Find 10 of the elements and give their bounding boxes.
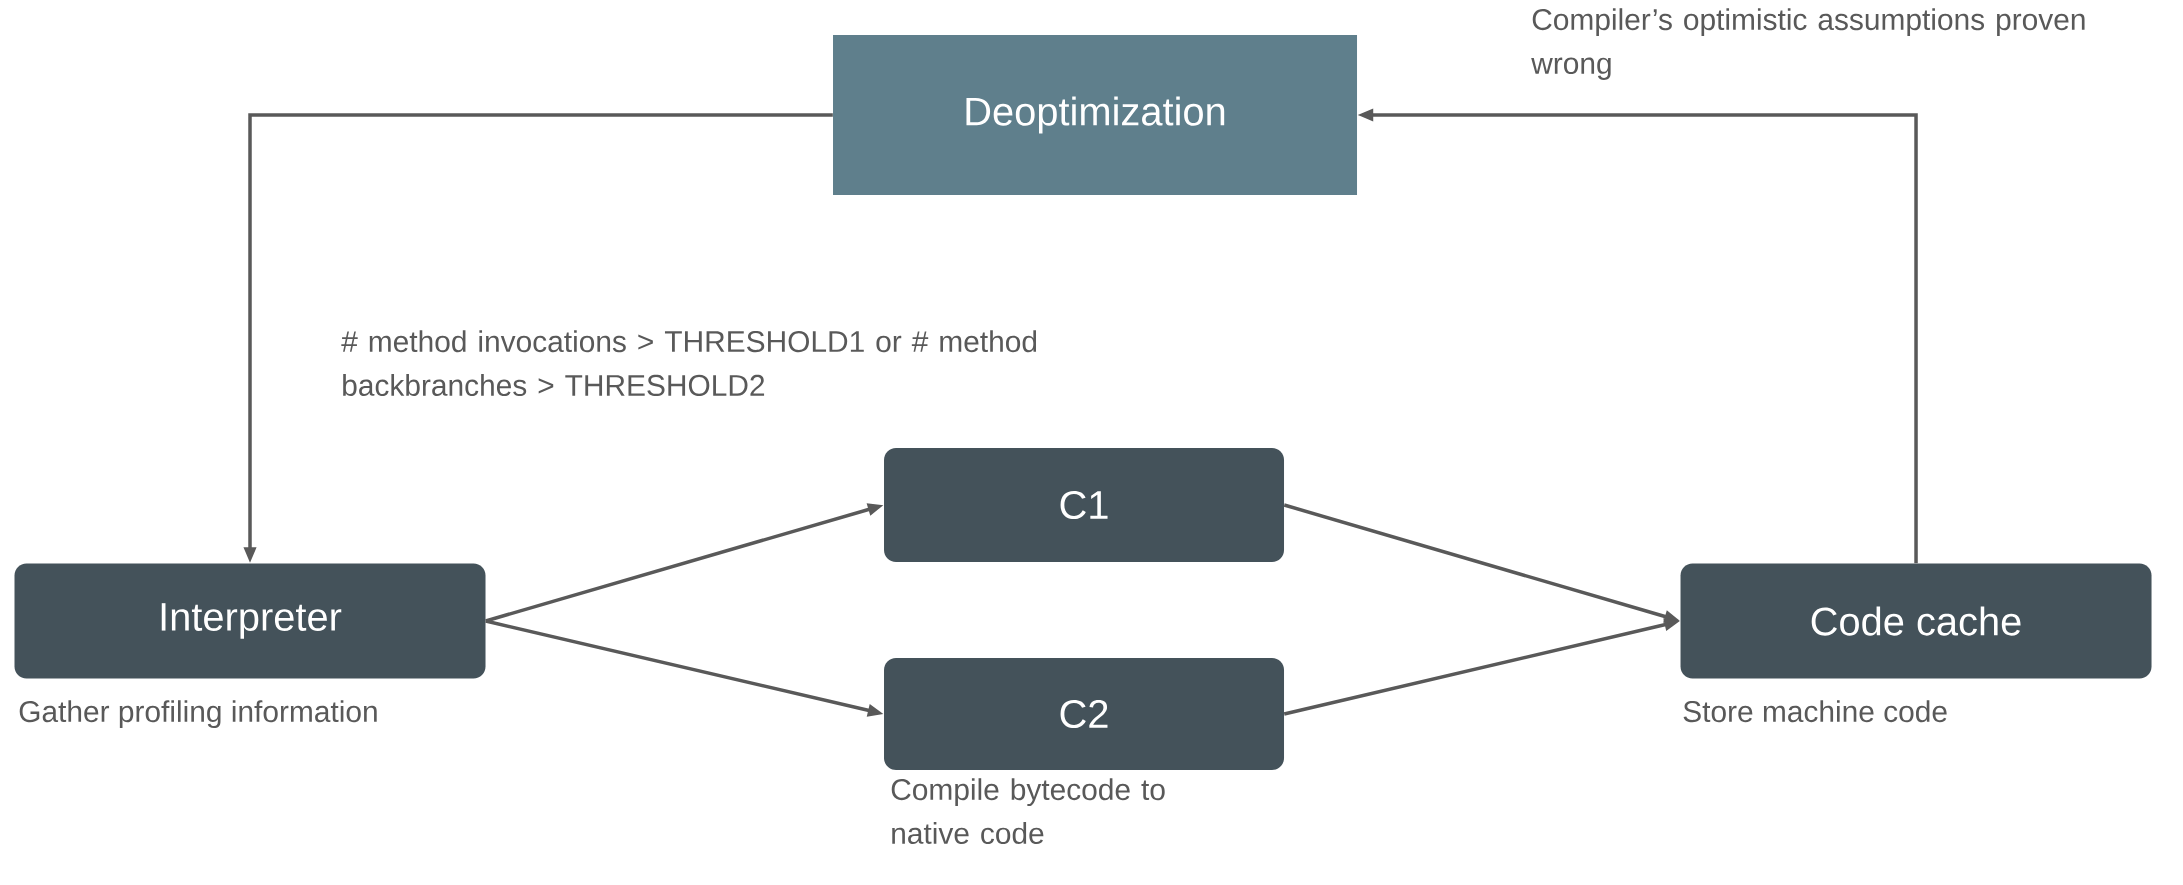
process-box: C2	[884, 658, 1284, 770]
process-box: Interpreter	[14, 563, 486, 679]
caption-text: Compile bytecode to native code	[891, 778, 1165, 844]
process-box: Code cache	[1680, 563, 2152, 679]
caption-text: Gather profiling information	[19, 700, 377, 729]
process-box: Deoptimization	[833, 35, 1357, 195]
note-text: # method invocations > THRESHOLD1 or # method backbranches > THRESHOLD2	[341, 330, 1037, 396]
process-box: C1	[884, 448, 1284, 562]
caption-text: Store machine code	[1683, 700, 1947, 723]
note-text: Compiler’s optimistic assumptions proven wrong	[1531, 8, 2085, 80]
